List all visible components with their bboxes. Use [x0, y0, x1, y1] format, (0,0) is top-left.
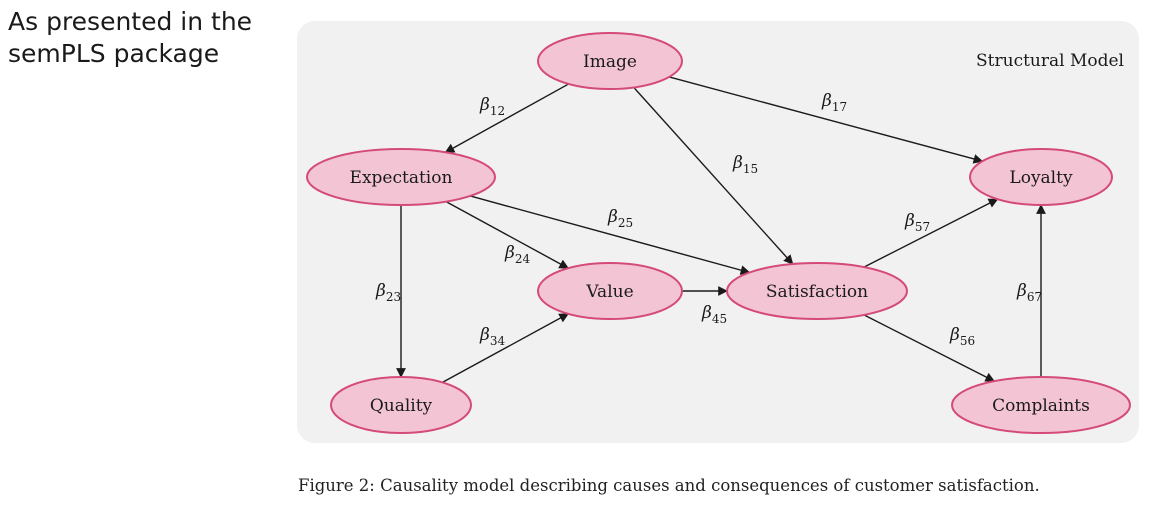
node-ellipse-satisfaction: [726, 262, 908, 320]
node-ellipse-quality: [330, 376, 472, 434]
arrow-image-to-loyalty: [669, 76, 984, 164]
edge-labels-layer: β12 β17 β15 β25 β24 β23 β34 β45 β57 β56 β67: [375, 91, 1042, 348]
node-label-complaints: Complaints: [992, 396, 1090, 416]
path-coefficient-beta-23: β23: [375, 281, 401, 304]
node-label-value: Value: [585, 282, 633, 302]
node-ellipse-loyalty: [969, 148, 1113, 206]
node-ellipse-value: [537, 262, 683, 320]
node-complaints: Complaints: [951, 376, 1131, 434]
arrow-satisfaction-to-loyalty: [863, 198, 999, 268]
path-coefficient-beta-67: β67: [1016, 281, 1042, 304]
path-coefficient-beta-56: β56: [949, 325, 975, 348]
arrow-quality-to-value: [442, 313, 570, 384]
node-ellipse-image: [537, 32, 683, 90]
path-coefficient-beta-57: β57: [904, 211, 930, 234]
node-image: Image: [537, 32, 683, 90]
node-label-expectation: Expectation: [350, 168, 453, 188]
node-loyalty: Loyalty: [969, 148, 1113, 206]
node-label-satisfaction: Satisfaction: [766, 282, 868, 302]
path-coefficient-beta-12: β12: [479, 95, 505, 118]
arrow-expectation-to-satisfaction: [469, 195, 751, 275]
note-line-1: As presented in the: [8, 7, 253, 36]
path-coefficient-beta-45: β45: [701, 303, 727, 326]
node-label-image: Image: [583, 52, 637, 72]
node-label-quality: Quality: [370, 396, 433, 416]
model-panel: [297, 21, 1139, 443]
node-ellipse-expectation: [306, 148, 496, 206]
node-satisfaction: Satisfaction: [726, 262, 908, 320]
arrow-expectation-to-value: [445, 200, 570, 269]
node-expectation: Expectation: [306, 148, 496, 206]
path-coefficient-beta-17: β17: [821, 91, 847, 114]
arrow-image-to-expectation: [444, 83, 570, 153]
path-coefficient-beta-34: β34: [479, 325, 505, 348]
path-coefficient-beta-25: β25: [607, 207, 633, 230]
figure-caption: Figure 2: Causality model describing cau…: [298, 476, 1040, 495]
node-label-loyalty: Loyalty: [1009, 168, 1073, 188]
arrow-satisfaction-to-complaints: [863, 314, 996, 382]
arrow-image-to-satisfaction: [633, 86, 794, 265]
edges-layer: [396, 76, 1046, 384]
path-coefficient-beta-24: β24: [504, 243, 530, 266]
path-coefficient-beta-15: β15: [732, 153, 758, 176]
note-line-2: semPLS package: [8, 39, 220, 68]
node-value: Value: [537, 262, 683, 320]
node-quality: Quality: [330, 376, 472, 434]
panel-label: Structural Model: [976, 51, 1124, 71]
node-ellipse-complaints: [951, 376, 1131, 434]
presentation-note: As presented in the semPLS package: [8, 6, 308, 70]
